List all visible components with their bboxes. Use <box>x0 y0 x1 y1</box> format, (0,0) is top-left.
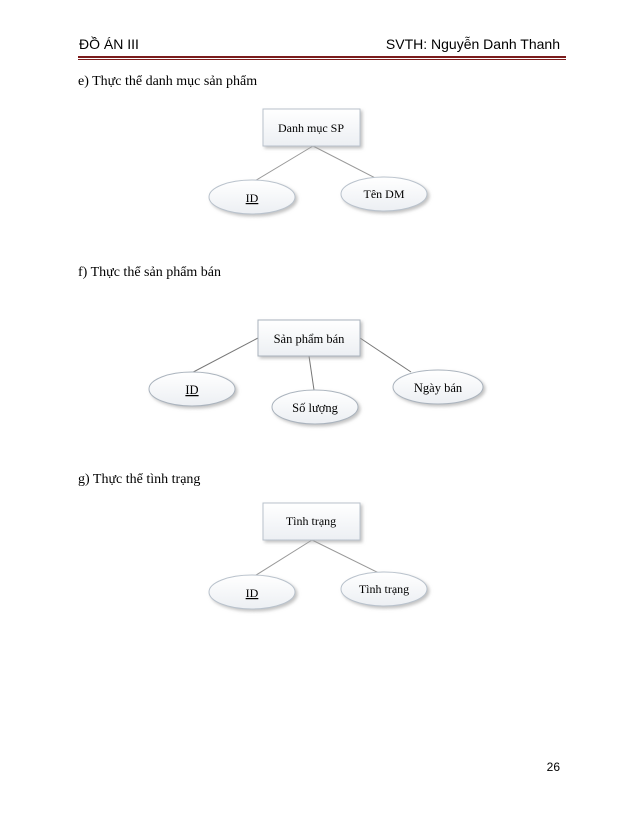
attribute-label: Số lượng <box>292 401 338 415</box>
diagram-tinh-trang: Tình trạng ID Tình trạng <box>208 502 428 610</box>
entity-label: Tình trạng <box>286 514 336 528</box>
attribute-ellipse <box>208 574 296 610</box>
header-rule <box>78 56 566 58</box>
relation-line <box>252 539 313 578</box>
entity-label: Danh mục SP <box>278 121 344 135</box>
diagram-san-pham-ban: Sản phẩm bán ID Số lượng Ngày bán <box>148 319 484 425</box>
attribute-ellipse <box>271 389 359 425</box>
section-heading-f: f) Thực thể sản phẩm bán <box>78 265 222 280</box>
attribute-ellipse <box>208 179 296 215</box>
attribute-label: Ngày bán <box>414 381 463 395</box>
relation-line <box>359 337 412 373</box>
relation-line <box>252 145 314 183</box>
relation-line <box>312 145 384 183</box>
section-heading-e: e) Thực thể danh mục sản phẩm <box>78 74 258 89</box>
attribute-key-label: ID <box>185 383 198 397</box>
attribute-ellipse <box>340 176 428 212</box>
section-heading-g: g) Thực thể tình trạng <box>78 472 201 487</box>
entity-box <box>257 319 361 357</box>
header-title: ĐỒ ÁN III <box>79 36 139 52</box>
header-rule-thin <box>78 59 566 60</box>
page-number: 26 <box>546 760 560 774</box>
relation-line <box>311 539 384 576</box>
attribute-label: Tên DM <box>364 187 405 201</box>
diagram-danh-muc-sp: Danh mục SP ID Tên DM <box>208 108 428 215</box>
attribute-key-label: ID <box>246 191 259 205</box>
attribute-key-label: ID <box>246 586 259 600</box>
attribute-ellipse <box>148 371 236 407</box>
entity-label: Sản phẩm bán <box>274 332 346 346</box>
attribute-ellipse <box>392 369 484 405</box>
attribute-ellipse <box>340 571 428 607</box>
relation-line <box>308 355 315 391</box>
attribute-label: Tình trạng <box>359 582 409 596</box>
entity-box <box>262 502 361 541</box>
entity-box <box>262 108 361 147</box>
header-author: SVTH: Nguyễn Danh Thanh <box>385 36 560 52</box>
